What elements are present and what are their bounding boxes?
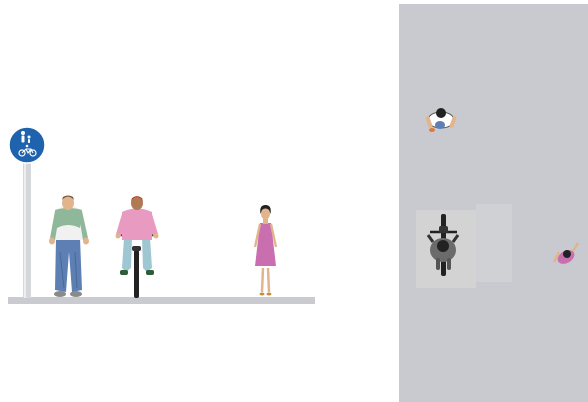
walking-woman-icon <box>255 205 276 296</box>
ground-line <box>8 297 315 304</box>
pedestrian-and-bicycle-sign-icon <box>9 127 45 298</box>
bicycle-lane-edge <box>476 204 512 282</box>
cyclist-icon <box>116 196 159 298</box>
walking-man-icon <box>49 196 89 298</box>
road-panel <box>399 4 588 402</box>
